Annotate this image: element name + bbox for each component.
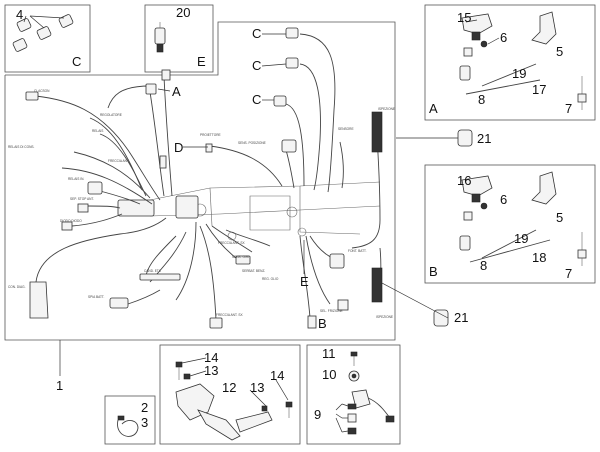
callout-17: 17: [532, 82, 546, 97]
svg-text:FRECCIA ANT.: FRECCIA ANT.: [108, 159, 130, 163]
callout-7a: 7: [565, 101, 572, 116]
svg-text:SPIA BATT.: SPIA BATT.: [88, 295, 105, 299]
svg-text:CON. DIAG.: CON. DIAG.: [8, 285, 26, 289]
svg-text:RELAIS: RELAIS: [92, 129, 103, 133]
callout-20: 20: [176, 5, 190, 20]
svg-text:SENS. GIRI: SENS. GIRI: [232, 255, 249, 259]
svg-text:DIODO DIODO: DIODO DIODO: [60, 219, 82, 223]
cap-21-upper: [396, 129, 473, 147]
callout-9: 9: [314, 407, 321, 422]
panel-sensor: [306, 344, 401, 445]
svg-text:RELAIS IN.: RELAIS IN.: [68, 177, 84, 181]
callout-12: 12: [222, 380, 236, 395]
letter-c1: C: [252, 26, 261, 41]
callout-8a: 8: [478, 92, 485, 107]
svg-text:SEL. FRIZIONE: SEL. FRIZIONE: [320, 309, 343, 313]
callout-1: 1: [56, 378, 63, 393]
svg-text:SENS. POSIZIONE: SENS. POSIZIONE: [238, 141, 266, 145]
panel-a-kit: [424, 4, 596, 121]
bracket-assembly: [175, 357, 293, 441]
kit-b-parts: [459, 171, 587, 266]
callout-6a: 6: [500, 30, 507, 45]
cap-21-lower: [379, 281, 449, 327]
letter-c3: C: [252, 92, 261, 107]
callout-19a: 19: [512, 66, 526, 81]
letter-c2: C: [252, 58, 261, 73]
callout-16: 16: [457, 173, 471, 188]
svg-text:RELAIS DI CONS.: RELAIS DI CONS.: [8, 145, 35, 149]
svg-text:SENSORE: SENSORE: [338, 127, 354, 131]
callout-2: 2: [141, 400, 148, 415]
svg-text:PROIETTORE: PROIETTORE: [200, 133, 221, 137]
svg-text:REGOLATORE: REGOLATORE: [100, 113, 122, 117]
callout-14b: 14: [270, 368, 284, 383]
svg-text:REG. OLIO: REG. OLIO: [262, 277, 279, 281]
sensor-assembly: [335, 351, 395, 435]
svg-text:FRECCIA ANT. SX: FRECCIA ANT. SX: [216, 313, 243, 317]
svg-text:SEP. STOP ANT.: SEP. STOP ANT.: [70, 197, 94, 201]
letter-c-top: C: [72, 54, 81, 69]
callout-6b: 6: [500, 192, 507, 207]
svg-text:FRECCIA ANT. SX: FRECCIA ANT. SX: [218, 241, 245, 245]
svg-text:SERBAT. BENZ.: SERBAT. BENZ.: [242, 269, 265, 273]
letter-a-box: A: [429, 101, 438, 116]
svg-text:CLACSON: CLACSON: [34, 89, 50, 93]
cable-clamp: [117, 415, 139, 437]
letter-d-main: D: [174, 140, 183, 155]
letter-b-box: B: [429, 264, 438, 279]
callout-21a: 21: [477, 131, 491, 146]
callout-3: 3: [141, 415, 148, 430]
svg-text:ISPEZIONE: ISPEZIONE: [376, 315, 393, 319]
svg-text:FONT. BATT.: FONT. BATT.: [348, 249, 367, 253]
callout-10: 10: [322, 367, 336, 382]
letter-e-top: E: [197, 54, 206, 69]
main-harness-frame: [4, 21, 396, 341]
callout-4: 4: [16, 7, 23, 22]
panel-bracket: [159, 344, 301, 445]
callout-8b: 8: [480, 258, 487, 273]
callout-21b: 21: [454, 310, 468, 325]
letter-e-main: E: [300, 274, 309, 289]
panel-e-top: [144, 4, 214, 73]
callout-15: 15: [457, 10, 471, 25]
connector-group-4: [12, 14, 74, 52]
panel-c-top: [4, 4, 91, 73]
callout-7b: 7: [565, 266, 572, 281]
callout-5b: 5: [556, 210, 563, 225]
panel-clamp: [104, 395, 156, 445]
callout-14a: 14: [204, 350, 218, 365]
callout-5a: 5: [556, 44, 563, 59]
kit-a-parts: [459, 11, 587, 110]
callout-13b: 13: [250, 380, 264, 395]
letter-b-main: B: [318, 316, 327, 331]
pressure-switch-20: [154, 22, 166, 53]
svg-text:CAND. ETC: CAND. ETC: [144, 269, 162, 273]
callout-18: 18: [532, 250, 546, 265]
callout-11: 11: [322, 346, 336, 361]
callout-13a: 13: [204, 363, 218, 378]
letter-a-main: A: [172, 84, 181, 99]
panel-b-kit: [424, 164, 596, 284]
callout-19b: 19: [514, 231, 528, 246]
main-harness: CLACSON REGOLATORE RELAIS RELAIS DI CONS…: [8, 27, 395, 329]
svg-text:ISPEZIONE: ISPEZIONE: [378, 107, 395, 111]
